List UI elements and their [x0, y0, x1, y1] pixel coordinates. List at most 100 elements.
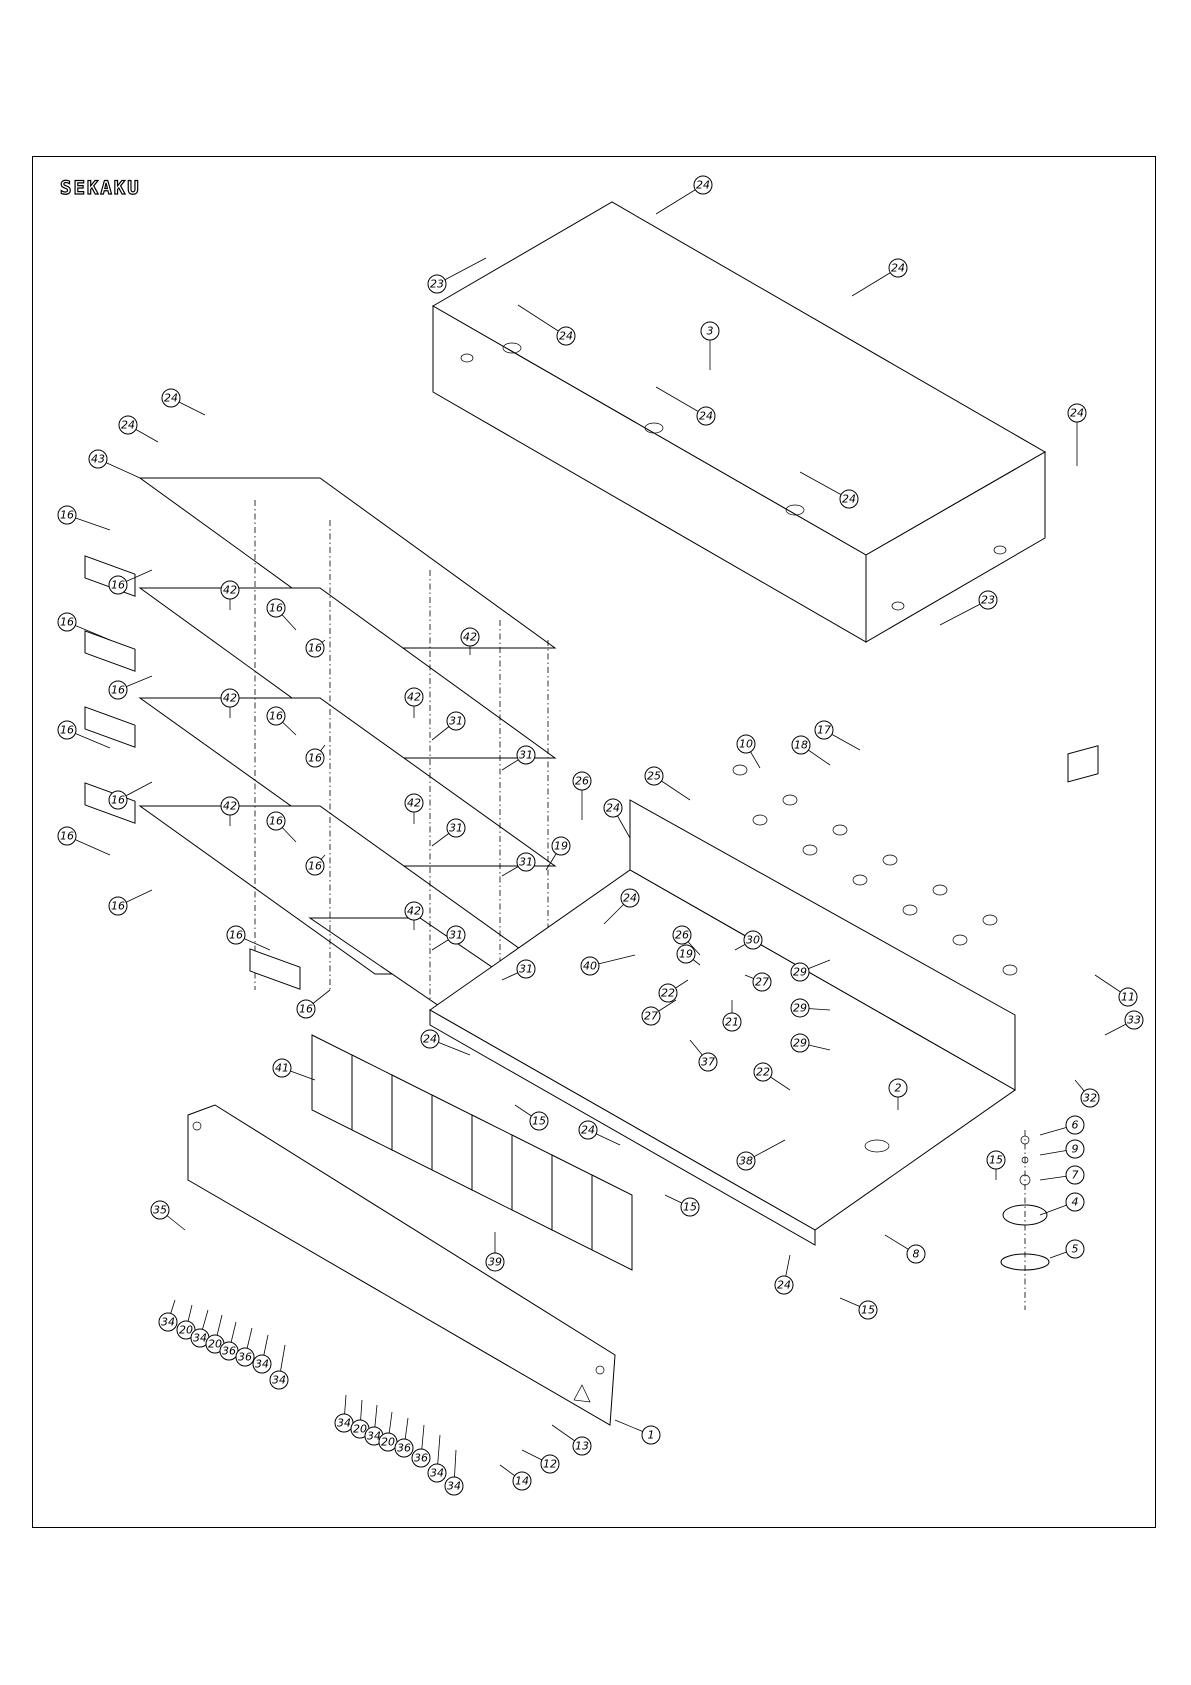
callout-balloon [118, 415, 138, 435]
callout-label: 27 [755, 976, 769, 989]
callout-balloon [305, 638, 325, 658]
callout-41: 41 [272, 1058, 316, 1081]
callout-label: 26 [575, 775, 589, 788]
callout-balloon [266, 811, 286, 831]
callout-balloon [644, 766, 664, 786]
callout-27: 27 [744, 972, 772, 992]
sekaku-logo: SEKAKU [60, 177, 139, 199]
callout-balloon [108, 680, 128, 700]
callout-balloon [774, 1275, 794, 1295]
callout-balloon [57, 505, 77, 525]
callout-16: 16 [266, 811, 297, 843]
callout-label: 16 [299, 1003, 313, 1016]
callout-label: 1 [648, 1429, 655, 1442]
callout-31: 31 [501, 852, 536, 877]
callout-balloon [551, 836, 571, 856]
callout-balloon [516, 745, 536, 765]
callout-balloon [888, 258, 908, 278]
callout-6: 6 [1039, 1115, 1085, 1136]
callout-balloon [1065, 1192, 1085, 1212]
callout-16: 16 [305, 854, 326, 876]
callout-16: 16 [57, 720, 111, 749]
callout-balloon [658, 983, 678, 1003]
callout-label: 21 [725, 1016, 739, 1029]
callout-42: 42 [404, 793, 424, 824]
callout-17: 17 [814, 720, 861, 751]
callout-leader [655, 386, 707, 417]
callout-balloon [578, 1120, 598, 1140]
callout-balloon [752, 972, 772, 992]
callout-label: 29 [793, 1037, 807, 1050]
callout-balloon [516, 959, 536, 979]
callout-8: 8 [884, 1234, 926, 1264]
callout-label: 31 [449, 929, 463, 942]
top-cover [432, 201, 1047, 643]
callout-label: 7 [1072, 1169, 1079, 1182]
callout-balloon [743, 930, 763, 950]
callout-34: 34 [190, 1309, 210, 1348]
callout-label: 34 [367, 1430, 381, 1443]
callout-23: 23 [939, 590, 998, 626]
callout-balloon [296, 999, 316, 1019]
callout-26: 26 [672, 925, 701, 956]
callout-24: 24 [655, 175, 713, 215]
callout-11: 11 [1094, 974, 1138, 1007]
rear-jack-grid [732, 764, 1018, 976]
callout-label: 31 [519, 963, 533, 976]
callout-label: 29 [793, 1002, 807, 1015]
callout-32: 32 [1074, 1079, 1100, 1108]
callout-24: 24 [799, 471, 859, 509]
callout-31: 31 [501, 745, 536, 771]
pcb-stack [138, 477, 557, 1011]
callout-16: 16 [305, 744, 326, 768]
callout-balloon [620, 888, 640, 908]
callout-label: 40 [583, 960, 597, 973]
callout-balloon [460, 627, 480, 647]
callout-label: 29 [793, 966, 807, 979]
callout-label: 19 [679, 948, 693, 961]
callout-23: 23 [427, 257, 487, 294]
callout-43: 43 [88, 449, 141, 479]
callout-24: 24 [603, 798, 631, 839]
callout-42: 42 [220, 688, 240, 718]
callout-31: 31 [431, 925, 466, 951]
callout-label: 16 [269, 602, 283, 615]
callout-label: 24 [1070, 407, 1084, 420]
callout-label: 16 [111, 900, 125, 913]
callout-label: 23 [981, 594, 995, 607]
callout-15: 15 [664, 1194, 700, 1217]
callout-balloon [1067, 403, 1087, 423]
callout-36: 36 [394, 1417, 414, 1458]
callout-balloon [444, 1476, 464, 1496]
callout-label: 16 [60, 724, 74, 737]
callout-label: 32 [1083, 1092, 1097, 1105]
callout-label: 15 [532, 1115, 546, 1128]
callout-42: 42 [404, 687, 424, 718]
callout-16: 16 [266, 598, 297, 631]
callout-balloon [1118, 987, 1138, 1007]
callout-label: 15 [989, 1154, 1003, 1167]
callout-29: 29 [790, 998, 831, 1018]
callout-balloon [108, 790, 128, 810]
callout-label: 30 [746, 934, 760, 947]
callout-34: 34 [427, 1434, 447, 1483]
callout-label: 18 [794, 739, 808, 752]
callout-balloon [888, 1078, 908, 1098]
callout-balloon [986, 1150, 1006, 1170]
callout-balloon [858, 1300, 878, 1320]
callout-label: 42 [223, 584, 237, 597]
callout-balloon [266, 598, 286, 618]
callout-balloon [446, 711, 466, 731]
callout-16: 16 [108, 569, 153, 595]
callout-16: 16 [108, 889, 153, 916]
callout-balloon [540, 1454, 560, 1474]
callout-42: 42 [460, 627, 480, 655]
callout-40: 40 [580, 954, 636, 976]
callout-balloon [676, 944, 696, 964]
callout-label: 42 [223, 800, 237, 813]
callout-label: 16 [60, 509, 74, 522]
callout-balloon [220, 580, 240, 600]
callout-label: 16 [308, 752, 322, 765]
callout-label: 24 [606, 802, 620, 815]
